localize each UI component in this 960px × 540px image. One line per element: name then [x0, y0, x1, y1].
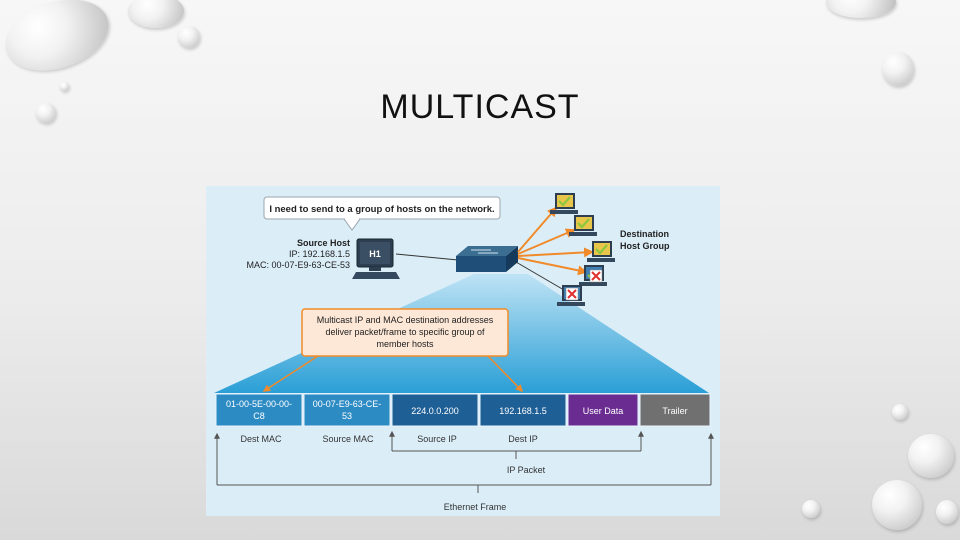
slide-title: MULTICAST [380, 88, 580, 126]
water-drop [128, 0, 184, 28]
ethernet-frame-label: Ethernet Frame [444, 502, 507, 512]
link-non-member [515, 261, 565, 291]
member-host-icon [550, 193, 578, 214]
water-drop [802, 500, 820, 518]
callout-arrow-mac [262, 355, 319, 392]
dest-mac-value-line1: 01-00-5E-00-00- [226, 399, 292, 409]
water-drop [936, 500, 958, 524]
source-host-ip: IP: 192.168.1.5 [289, 249, 350, 259]
source-host-title: Source Host [297, 238, 350, 248]
user-data-field [567, 393, 639, 427]
source-computer-icon: H1 [352, 238, 400, 279]
ip-packet-label: IP Packet [507, 465, 546, 475]
ethernet-frame-bracket [214, 432, 714, 493]
source-host-mac: MAC: 00-07-E9-63-CE-53 [246, 260, 350, 270]
dest-mac-label: Dest MAC [240, 434, 282, 444]
multicast-diagram: I need to send to a group of hosts on th… [206, 186, 720, 516]
member-host-icon [587, 241, 615, 262]
dest-mac-field [215, 393, 303, 427]
non-member-host-icon [557, 285, 585, 306]
water-drop [60, 82, 69, 91]
dest-ip-field [391, 393, 479, 427]
callout-line1: Multicast IP and MAC destination address… [317, 315, 494, 325]
source-ip-field [479, 393, 567, 427]
destination-group-line2: Host Group [620, 241, 670, 251]
trailer-label: Trailer [662, 406, 687, 416]
callout-arrow-ip [487, 355, 524, 393]
source-mac-value-line2: 53 [342, 411, 352, 421]
source-mac-field [303, 393, 391, 427]
water-drop [826, 0, 896, 18]
dest-ip-label: Dest IP [508, 434, 538, 444]
dest-ip-value: 224.0.0.200 [411, 406, 459, 416]
callout-line3: member hosts [376, 339, 434, 349]
water-drop [178, 26, 200, 48]
user-data-label: User Data [583, 406, 624, 416]
destination-group-line1: Destination [620, 229, 669, 239]
link-h1-switch [395, 253, 459, 261]
callout-box: Multicast IP and MAC destination address… [301, 308, 509, 357]
water-drop [892, 404, 908, 420]
water-drop [872, 480, 922, 530]
speech-bubble: I need to send to a group of hosts on th… [263, 196, 501, 231]
source-ip-label: Source IP [417, 434, 457, 444]
frame-fields: 01-00-5E-00-00- C8 00-07-E9-63-CE- 53 22… [215, 393, 711, 427]
diagram-canvas: I need to send to a group of hosts on th… [214, 193, 714, 512]
speech-bubble-text: I need to send to a group of hosts on th… [269, 204, 494, 215]
switch-icon [456, 246, 518, 272]
source-mac-label: Source MAC [322, 434, 374, 444]
member-host-icon [569, 215, 597, 236]
callout-line2: deliver packet/frame to specific group o… [325, 327, 485, 337]
water-drop [36, 103, 56, 123]
dest-mac-value-line2: C8 [253, 411, 265, 421]
ip-packet-bracket [389, 430, 644, 459]
source-mac-value-line1: 00-07-E9-63-CE- [313, 399, 382, 409]
cross-icon [589, 269, 603, 283]
water-drop [0, 0, 118, 83]
source-ip-value: 192.168.1.5 [499, 406, 547, 416]
water-drop [882, 52, 914, 86]
source-host-label: H1 [369, 249, 381, 259]
trailer-field [639, 393, 711, 427]
multicast-arrows [517, 206, 594, 276]
water-drop [908, 434, 954, 478]
